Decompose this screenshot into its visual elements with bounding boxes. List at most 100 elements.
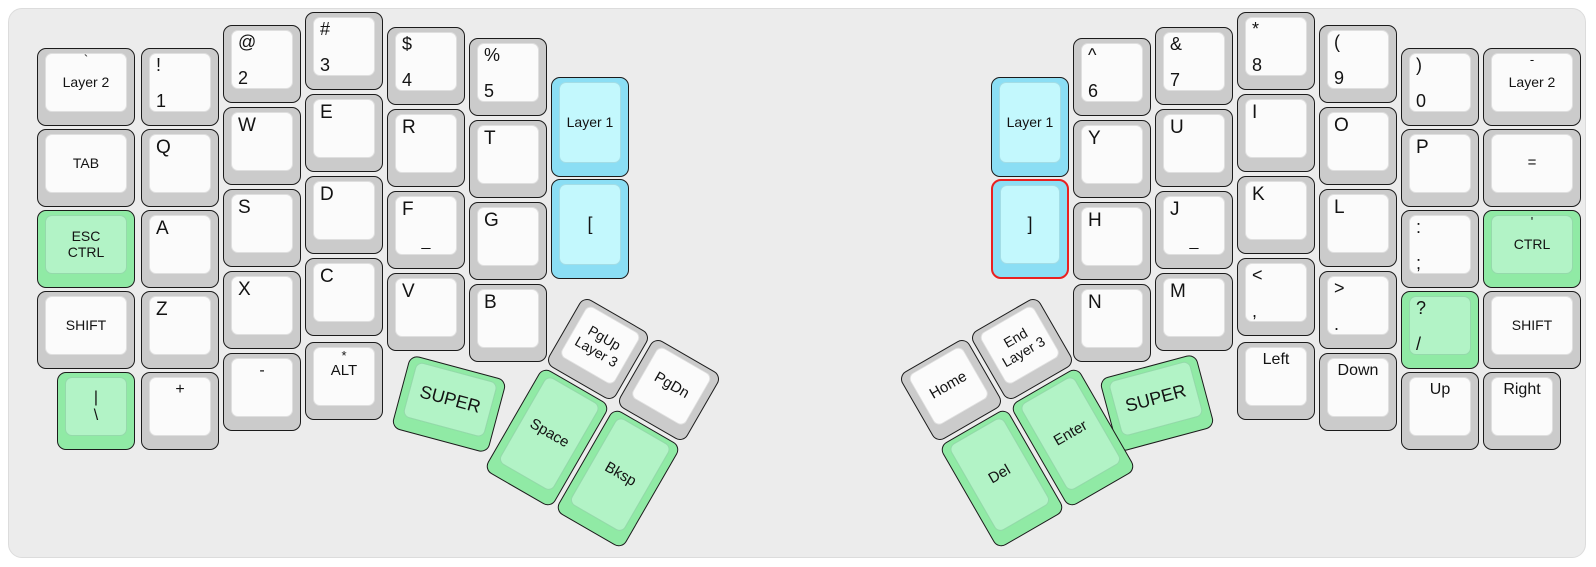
key-dollar-4[interactable]: $4 <box>387 27 465 105</box>
key-shift-left[interactable]: SHIFT <box>37 291 135 369</box>
key-k[interactable]: K <box>1237 176 1315 254</box>
keycap-face: T <box>477 125 539 184</box>
key-a[interactable]: A <box>141 210 219 288</box>
keycap-face: + <box>149 377 211 436</box>
keycap-face: @2 <box>231 30 293 89</box>
key-legend: ) <box>1416 55 1422 75</box>
key-legend: % <box>484 45 501 65</box>
key-star-8[interactable]: *8 <box>1237 12 1315 90</box>
key-legend: U <box>1170 117 1184 138</box>
key-legend: < <box>1252 265 1263 285</box>
key-exclam-1[interactable]: !1 <box>141 48 219 126</box>
key-h[interactable]: H <box>1073 202 1151 280</box>
key-q[interactable]: Q <box>141 129 219 207</box>
key-amp-7[interactable]: &7 <box>1155 27 1233 105</box>
key-at-2[interactable]: @2 <box>223 25 301 103</box>
keycap-face: P <box>1409 134 1471 193</box>
key-v[interactable]: V <box>387 273 465 351</box>
key-lbracket[interactable]: [ <box>551 179 629 279</box>
keycap-face: S <box>231 194 293 253</box>
keycap-face: L <box>1327 194 1389 253</box>
key-c[interactable]: C <box>305 258 383 336</box>
keycap-face: I <box>1245 99 1307 158</box>
key-p[interactable]: P <box>1401 129 1479 207</box>
key-legend: O <box>1334 115 1349 136</box>
key-legend: L <box>1334 197 1345 218</box>
key-g[interactable]: G <box>469 202 547 280</box>
key-minus[interactable]: - <box>223 353 301 431</box>
key-question-slash[interactable]: ?/ <box>1401 291 1479 369</box>
keycap-face: C <box>313 263 375 322</box>
keycap-face: |\ <box>65 377 127 436</box>
key-legend: G <box>484 210 499 231</box>
key-o[interactable]: O <box>1319 107 1397 185</box>
key-colon-semicolon[interactable]: :; <box>1401 210 1479 288</box>
key-legend: F <box>402 199 414 220</box>
key-star-alt[interactable]: *ALT <box>305 342 383 420</box>
key-z[interactable]: Z <box>141 291 219 369</box>
key-arrow-left[interactable]: Left <box>1237 342 1315 420</box>
keycap-face: F_ <box>395 196 457 255</box>
key-t[interactable]: T <box>469 120 547 198</box>
key-arrow-up[interactable]: Up <box>1401 372 1479 450</box>
key-s[interactable]: S <box>223 189 301 267</box>
key-d[interactable]: D <box>305 176 383 254</box>
key-lparen-9[interactable]: (9 <box>1319 25 1397 103</box>
key-quote-ctrl[interactable]: 'CTRL <box>1483 210 1581 288</box>
key-f[interactable]: F_ <box>387 191 465 269</box>
key-legend: * <box>341 348 347 363</box>
key-rparen-0[interactable]: )0 <box>1401 48 1479 126</box>
key-legend: ( <box>1334 32 1340 52</box>
key-legend: ESC <box>71 228 101 245</box>
key-hash-3[interactable]: #3 <box>305 12 383 90</box>
key-legend: ] <box>1027 213 1033 234</box>
key-legend: [ <box>587 213 593 234</box>
keycap-face: <, <box>1245 263 1307 322</box>
key-gt-period[interactable]: >. <box>1319 271 1397 349</box>
keycap-face: R <box>395 114 457 173</box>
key-caret-6[interactable]: ^6 <box>1073 38 1151 116</box>
key-n[interactable]: N <box>1073 284 1151 362</box>
key-legend: Layer 1 <box>1006 113 1054 130</box>
key-legend: Right <box>1503 381 1541 398</box>
key-arrow-down[interactable]: Down <box>1319 353 1397 431</box>
key-m[interactable]: M <box>1155 273 1233 351</box>
keycap-face: :; <box>1409 215 1471 274</box>
key-percent-5[interactable]: %5 <box>469 38 547 116</box>
key-w[interactable]: W <box>223 107 301 185</box>
keycap-face: O <box>1327 112 1389 171</box>
key-r[interactable]: R <box>387 109 465 187</box>
key-rbracket[interactable]: ] <box>991 179 1069 279</box>
key-plus[interactable]: + <box>141 372 219 450</box>
key-grave-layer2[interactable]: `Layer 2 <box>37 48 135 126</box>
key-layer1-left[interactable]: Layer 1 <box>551 77 629 177</box>
key-legend: N <box>1088 292 1102 313</box>
key-legend: H <box>1088 210 1102 231</box>
key-pipe-backslash[interactable]: |\ <box>57 372 135 450</box>
key-lt-comma[interactable]: <, <box>1237 258 1315 336</box>
key-b[interactable]: B <box>469 284 547 362</box>
key-e[interactable]: E <box>305 94 383 172</box>
key-arrow-right[interactable]: Right <box>1483 372 1561 450</box>
key-legend: 8 <box>1252 55 1263 75</box>
key-x[interactable]: X <box>223 271 301 349</box>
key-j[interactable]: J_ <box>1155 191 1233 269</box>
key-legend: Layer 2 <box>62 73 110 90</box>
key-legend: ! <box>156 55 162 75</box>
key-u[interactable]: U <box>1155 109 1233 187</box>
key-layer1-right[interactable]: Layer 1 <box>991 77 1069 177</box>
key-legend: 6 <box>1088 81 1099 101</box>
key-dash-layer2[interactable]: -Layer 2 <box>1483 48 1581 126</box>
key-l[interactable]: L <box>1319 189 1397 267</box>
key-legend: Y <box>1088 128 1101 149</box>
key-equals[interactable]: = <box>1483 129 1581 207</box>
key-tab[interactable]: TAB <box>37 129 135 207</box>
key-legend: X <box>238 279 251 300</box>
key-legend: M <box>1170 281 1186 302</box>
key-y[interactable]: Y <box>1073 120 1151 198</box>
key-i[interactable]: I <box>1237 94 1315 172</box>
key-shift-right[interactable]: SHIFT <box>1483 291 1581 369</box>
keycap-face: >. <box>1327 276 1389 335</box>
